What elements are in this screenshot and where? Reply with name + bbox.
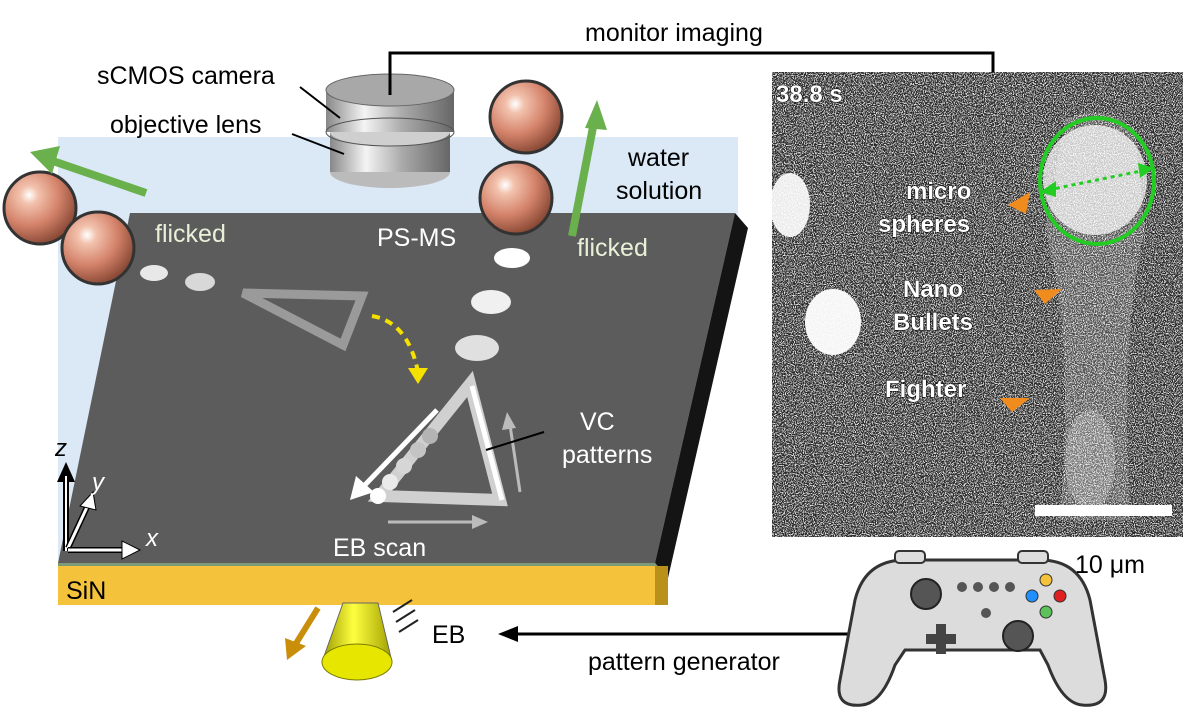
eb-scan-label: EB scan [333, 534, 426, 562]
eb-beam [321, 602, 393, 681]
substrate-side [655, 213, 748, 578]
eb-label: EB [432, 621, 465, 649]
lens-leader [291, 133, 345, 155]
axis-z-label: z [54, 435, 67, 462]
axis-y-label: y [90, 469, 106, 496]
sin-layer [58, 566, 668, 605]
bead [396, 458, 412, 474]
scan-arrow-head [350, 476, 374, 500]
sin-layer-side [655, 566, 668, 605]
scan-arrow-head [502, 412, 516, 430]
gamepad-icon [837, 550, 1108, 707]
eb-hatch [395, 609, 416, 623]
trace-ellipse [494, 248, 530, 268]
axes [57, 462, 142, 560]
axis-x-label: x [145, 525, 159, 552]
vc-leader-line [485, 431, 545, 451]
micrograph-panel [770, 72, 1183, 537]
sin-label: SiN [66, 577, 106, 605]
trace-ellipse [455, 335, 499, 361]
flicked-label-right: flicked [577, 234, 648, 262]
micro-label-line2: spheres [878, 211, 970, 238]
scan-arrow [360, 408, 439, 490]
flick-arrow-right [568, 121, 598, 237]
camera-icon [325, 73, 455, 188]
trace-ellipse [140, 265, 168, 281]
vc-pattern-edge [469, 385, 505, 501]
pointer-arrow [1000, 398, 1030, 412]
eb-scatter-arrow-head [285, 638, 306, 660]
bead [370, 488, 386, 504]
scan-arrow-head [472, 515, 488, 529]
nano-label-line2: Bullets [893, 309, 973, 336]
pointer-arrow [1034, 289, 1062, 304]
flick-arrow-left-head [30, 146, 60, 174]
monitor-link-line [388, 51, 995, 95]
vc-pattern-faded [240, 288, 369, 352]
pointer-arrow [1008, 192, 1030, 214]
camera-leader [299, 86, 341, 119]
microsphere [478, 160, 554, 236]
micro-label-line1: micro [906, 178, 971, 205]
scmos-camera-label: sCMOS camera [97, 62, 275, 90]
microsphere [2, 170, 78, 246]
objective-lens-label: objective lens [110, 111, 261, 139]
eb-hatch [398, 619, 419, 633]
trace-ellipse [471, 290, 511, 314]
scan-arrow [508, 424, 522, 493]
flicked-label-left: flicked [155, 220, 226, 248]
timestamp-label: 38.8 s [776, 81, 843, 108]
vc-patterns-label-line1: VC [580, 408, 615, 436]
transition-arrow-head [408, 368, 428, 384]
water-label-line1: water [627, 144, 689, 172]
eb-scatter-arrow [292, 606, 321, 647]
highlight-ring [1038, 116, 1156, 246]
flick-arrow-right-head [585, 100, 607, 130]
transition-arrow [371, 314, 420, 373]
eb-hatch [392, 599, 413, 613]
vc-patterns-label-line2: patterns [562, 441, 652, 469]
flick-arrow-left [48, 156, 148, 197]
monitor-imaging-label: monitor imaging [585, 19, 763, 47]
ps-ms-label: PS-MS [377, 224, 456, 252]
bead [422, 428, 438, 444]
nano-label-line1: Nano [903, 276, 963, 303]
trace-ellipse [185, 273, 215, 291]
pattern-generator-arrow-head [498, 626, 518, 642]
microsphere [60, 210, 136, 286]
bead [410, 442, 426, 458]
microsphere [488, 79, 564, 155]
pattern-generator-label: pattern generator [588, 648, 780, 676]
fighter-label: Fighter [885, 376, 966, 403]
substrate-surface [58, 213, 735, 563]
scale-bar [1035, 505, 1172, 516]
scale-bar-label: 10 μm [1075, 551, 1145, 579]
water-label-line2: solution [616, 177, 702, 205]
bead [382, 474, 398, 490]
